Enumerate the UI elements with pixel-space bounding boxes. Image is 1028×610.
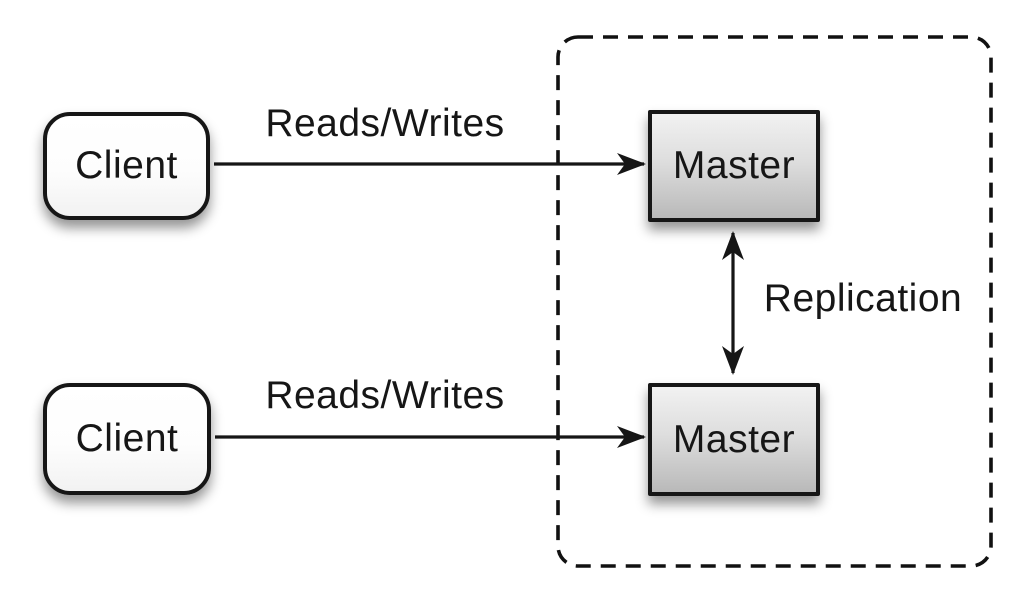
client-node-bottom: Client xyxy=(43,383,211,495)
client-node-top: Client xyxy=(43,112,210,220)
edge-label-reads-writes-bottom: Reads/Writes xyxy=(265,374,505,417)
master-node-bottom-label: Master xyxy=(672,417,796,461)
master-cluster-boundary xyxy=(556,35,993,568)
master-node-bottom: Master xyxy=(648,383,820,496)
edge-label-reads-writes-top: Reads/Writes xyxy=(265,102,505,145)
client-node-bottom-label: Client xyxy=(75,417,179,460)
master-node-top-label: Master xyxy=(672,144,796,187)
edge-label-replication: Replication xyxy=(763,277,963,320)
client-node-top-label: Client xyxy=(75,144,178,187)
master-node-top: Master xyxy=(648,110,820,222)
